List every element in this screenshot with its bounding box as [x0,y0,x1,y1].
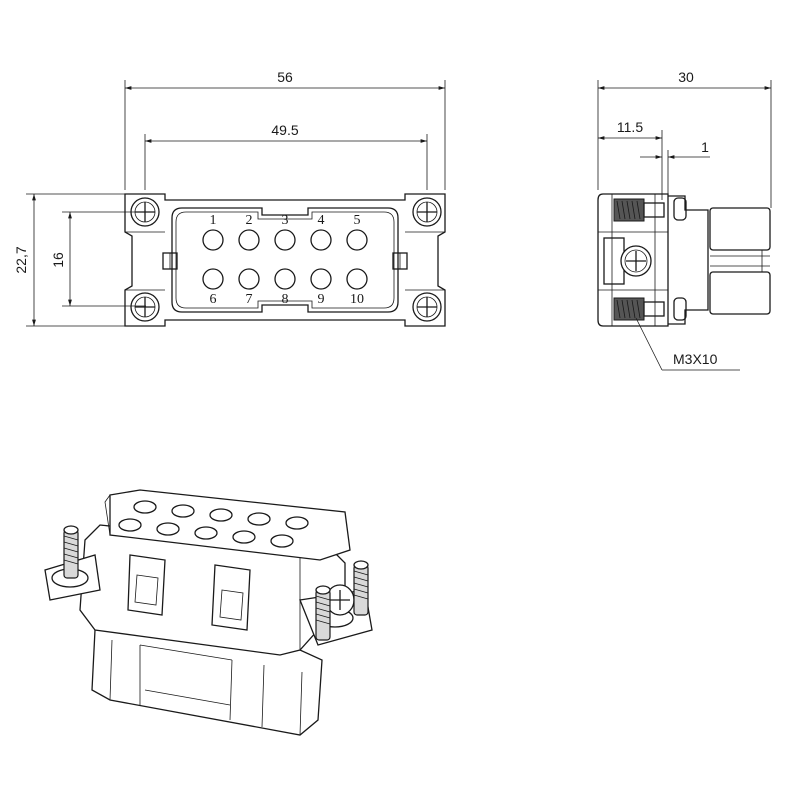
pin-label: 4 [318,213,325,228]
screw-head-icon [603,237,652,285]
threaded-screw-icon [315,585,331,641]
screw-head-icon [412,197,442,227]
pin-label: 7 [246,292,253,307]
dim-screw-pitch: 49.5 [271,122,298,138]
pin-hole-row-bottom [202,268,368,290]
threaded-screw-icon [353,560,369,616]
pin-insert-outline [171,207,399,313]
dim-overall-height: 22,7 [13,246,29,273]
pin-hole-row-top [202,229,368,251]
pin-label: 5 [354,213,361,228]
threaded-screw-icon [63,525,79,579]
threaded-screw-icon [613,297,665,321]
pin-label: 3 [282,213,289,228]
front-view: 56 49.5 22,7 16 [13,69,446,327]
pin-label: 8 [282,292,289,307]
side-housing-outline [597,193,669,327]
dim-overall-width: 56 [277,69,293,85]
screw-head-icon [130,292,160,322]
threaded-screw-icon [613,198,665,222]
dim-overall-depth: 30 [678,69,694,85]
pin-label: 2 [246,213,253,228]
pin-label: 10 [350,292,364,307]
pin-label: 9 [318,292,325,307]
pin-label: 1 [210,213,217,228]
screw-head-icon [130,197,160,227]
screw-head-icon [412,292,442,322]
dim-screw-vertical-pitch: 16 [50,252,66,268]
dim-gap: 1 [701,139,709,155]
side-view: 30 11.5 1 [597,69,772,371]
front-housing-outline [124,193,446,327]
pin-label: 6 [210,292,217,307]
dim-offset: 11.5 [617,119,643,135]
isometric-view [44,489,373,736]
pin-hole-row-iso [118,500,309,548]
screw-size-label: M3X10 [673,351,718,367]
